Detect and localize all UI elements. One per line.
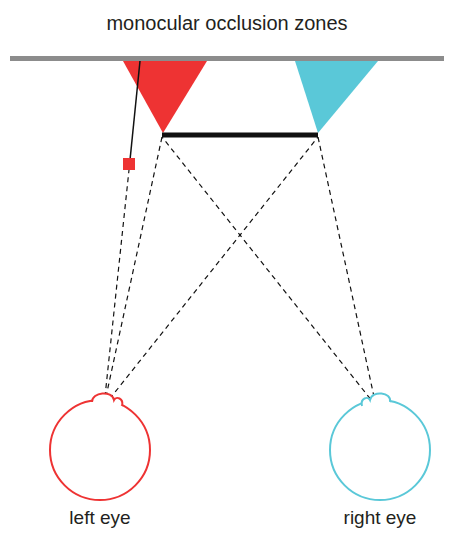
left-occlusion-zone (123, 61, 207, 133)
diagram-title: monocular occlusion zones (106, 12, 347, 35)
sight-lines (104, 137, 376, 406)
right-occlusion-zone (295, 61, 378, 133)
background-surface (10, 56, 444, 61)
occluder-bar (162, 133, 318, 138)
eye-label: left eye (69, 507, 130, 529)
right-eye-symbol (330, 393, 430, 500)
eye-label: right eye (344, 507, 417, 529)
occluded-point (123, 158, 135, 170)
left-eye-symbol (50, 393, 150, 500)
sight-line (130, 61, 140, 160)
